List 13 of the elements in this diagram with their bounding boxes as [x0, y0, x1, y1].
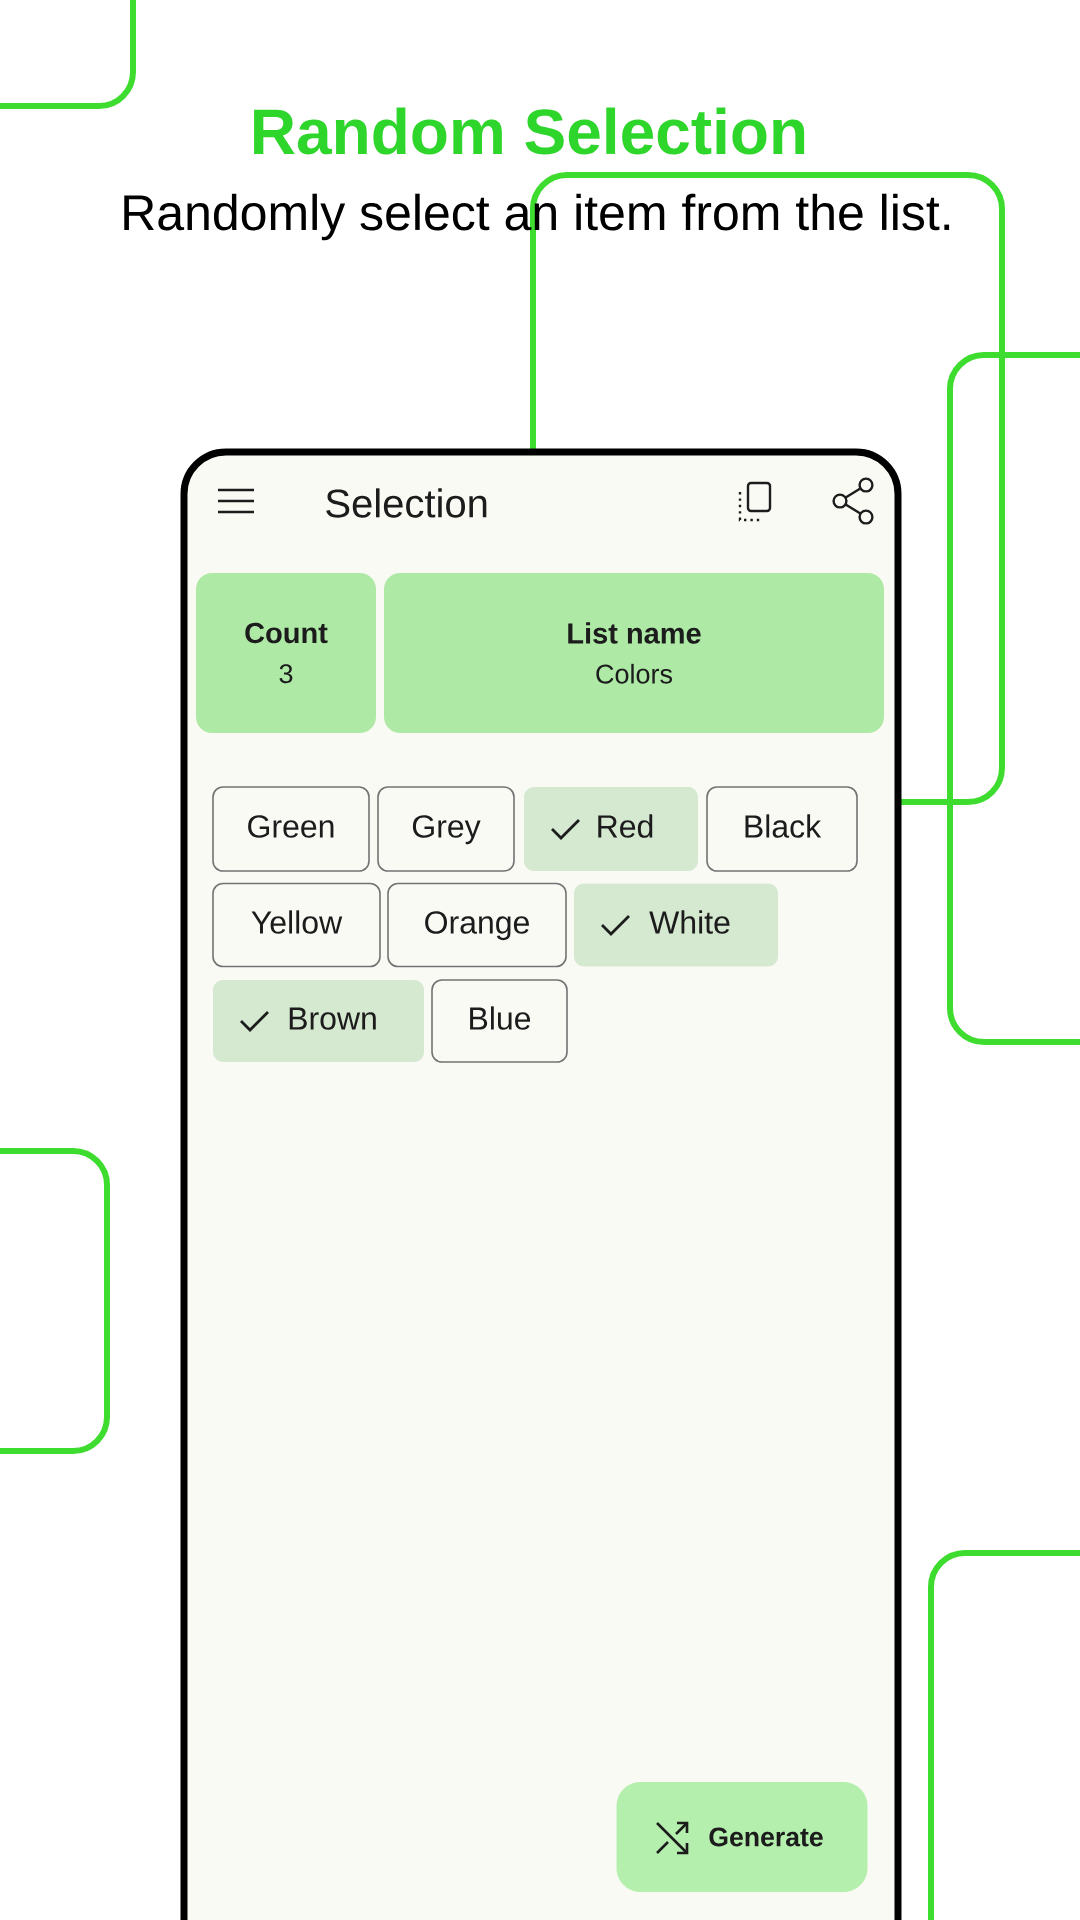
- selected-chip: White: [574, 883, 778, 967]
- info-card: Count 3: [196, 573, 376, 733]
- title: Random Selection: [254, 107, 805, 155]
- chip: Blue: [431, 979, 568, 1063]
- selected-chip: Red: [524, 787, 698, 871]
- selected-chip: Brown: [213, 980, 424, 1062]
- chip: Green: [212, 786, 370, 872]
- info-card: List name Colors: [384, 573, 884, 733]
- chip: Black: [706, 786, 858, 872]
- generate-button: Generate: [616, 1782, 868, 1892]
- chip: Yellow: [212, 882, 381, 968]
- chip: Grey: [377, 786, 515, 872]
- chip: Orange: [387, 882, 567, 968]
